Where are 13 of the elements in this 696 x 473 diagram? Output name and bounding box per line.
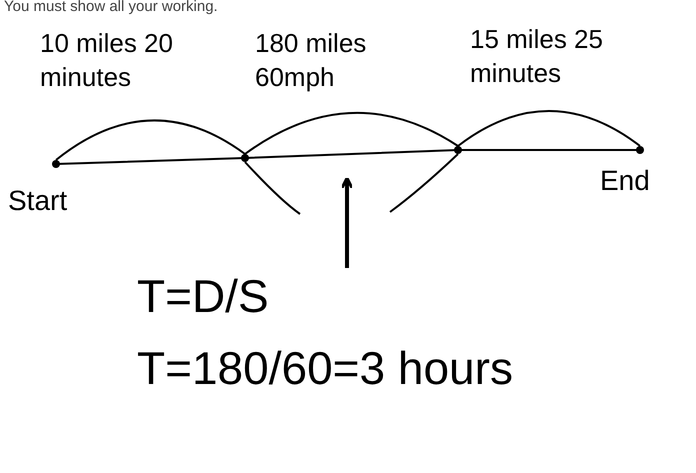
formula: T=D/S bbox=[137, 269, 270, 324]
point bbox=[636, 146, 644, 154]
arc bbox=[55, 120, 246, 161]
point bbox=[52, 160, 60, 168]
point-label: End bbox=[600, 164, 650, 198]
instruction-text: You must show all your working. bbox=[4, 0, 218, 17]
arc bbox=[244, 112, 459, 155]
arrow bbox=[340, 176, 354, 268]
formula: T=180/60=3 hours bbox=[137, 341, 514, 396]
arc bbox=[457, 110, 641, 147]
point bbox=[241, 154, 249, 162]
point bbox=[454, 146, 462, 154]
point-label: Start bbox=[8, 184, 68, 218]
